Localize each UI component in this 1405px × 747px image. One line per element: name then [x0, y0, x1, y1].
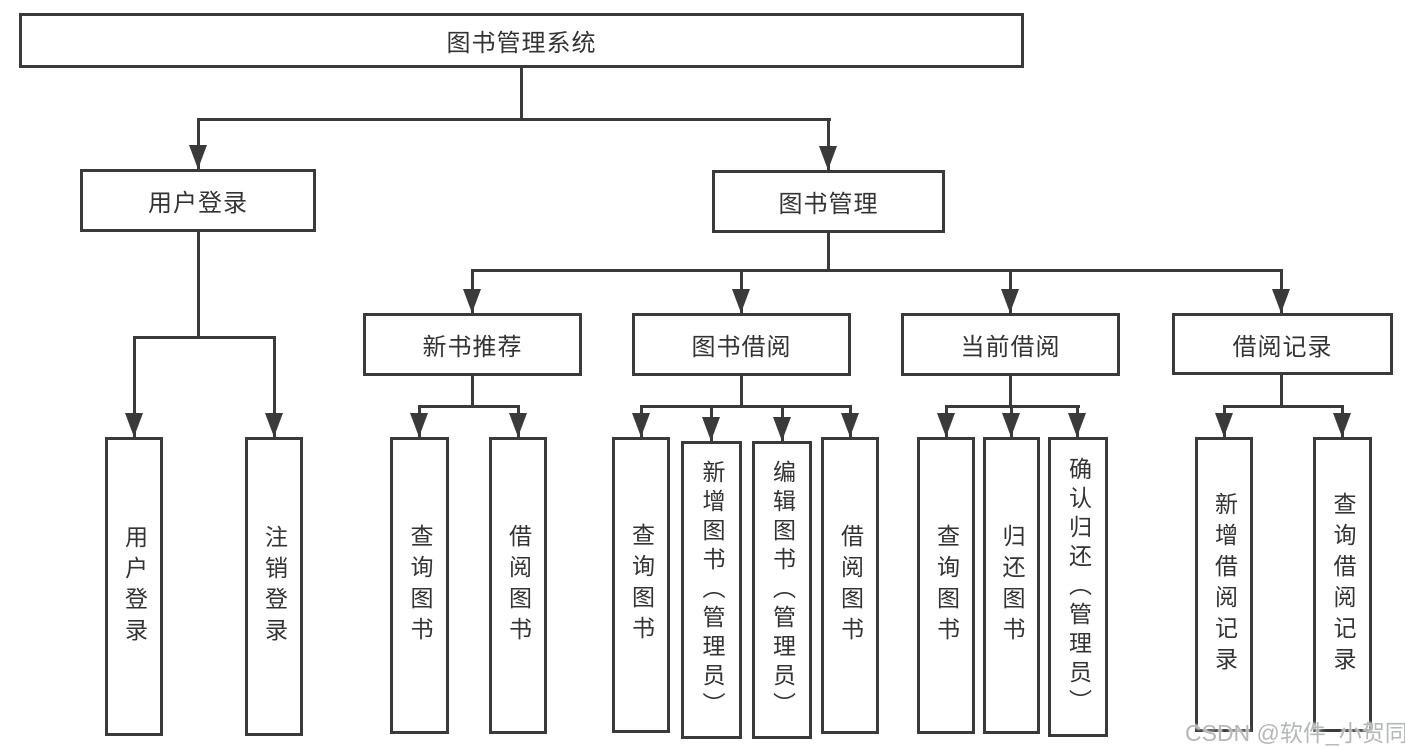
leaf-current-query-book: 查询图书: [917, 437, 975, 734]
leaf-records-add-record: 新增借阅记录: [1195, 437, 1253, 732]
arrow-down-icon: [732, 289, 750, 313]
csdn-watermark: CSDN @软件_小贺同学: [1185, 720, 1405, 746]
node-label: 注销登录: [261, 524, 288, 649]
node-label: 图书管理系统: [446, 30, 597, 57]
connector-stem-user-login: [197, 118, 200, 169]
node-current-borrow: 当前借阅: [901, 313, 1120, 376]
arrow-down-icon: [841, 413, 859, 437]
leaf-logout: 注销登录: [245, 437, 303, 736]
arrow-down-icon: [410, 413, 428, 437]
node-label: 编辑图书（管理员）: [769, 459, 796, 721]
node-user-login: 用户登录: [80, 169, 316, 232]
leaf-borrow-query-book: 查询图书: [612, 437, 670, 733]
connector-records-rail: [1223, 405, 1344, 408]
node-label: 图书管理: [778, 191, 879, 218]
arrow-down-icon: [125, 413, 143, 437]
node-label: 用户登录: [121, 524, 148, 649]
node-new-book-recommend: 新书推荐: [363, 313, 582, 376]
arrow-down-icon: [773, 417, 791, 441]
leaf-borrow-add-book-admin: 新增图书（管理员）: [681, 441, 742, 739]
leaf-current-return-book: 归还图书: [983, 437, 1040, 734]
arrow-down-icon: [702, 417, 720, 441]
arrow-down-icon: [1068, 413, 1086, 437]
node-label: 查询图书: [933, 523, 960, 648]
connector-current-stem: [1009, 376, 1012, 408]
connector-recommend-rail: [418, 405, 520, 408]
connector-borrow-stem: [740, 376, 743, 408]
node-label: 借阅图书: [505, 523, 532, 648]
leaf-user-login: 用户登录: [105, 437, 163, 736]
connector-level3-rail: [471, 269, 1283, 272]
node-library-management-system: 图书管理系统: [19, 13, 1024, 68]
arrow-down-icon: [819, 146, 837, 170]
node-label: 新增图书（管理员）: [699, 459, 725, 721]
connector-stem-leaf: [133, 336, 136, 437]
node-borrow-records: 借阅记录: [1172, 313, 1393, 375]
node-label: 查询图书: [407, 523, 433, 648]
arrow-down-icon: [463, 289, 481, 313]
node-book-borrow: 图书借阅: [632, 313, 851, 376]
arrow-down-icon: [265, 413, 283, 437]
arrow-down-icon: [1333, 413, 1351, 437]
node-label: 借阅记录: [1232, 333, 1333, 361]
arrow-down-icon: [1272, 289, 1290, 313]
connector-records-stem: [1280, 375, 1283, 408]
connector-login-rail: [133, 336, 276, 339]
node-label: 确认归还（管理员）: [1065, 456, 1092, 718]
connector-root-stem: [520, 68, 523, 121]
leaf-recommend-borrow-book: 借阅图书: [489, 437, 547, 734]
leaf-borrow-edit-book-admin: 编辑图书（管理员）: [752, 441, 812, 739]
node-label: 查询图书: [628, 523, 655, 647]
arrow-down-icon: [937, 413, 955, 437]
node-label: 归还图书: [999, 523, 1025, 648]
arrow-down-icon: [1215, 413, 1233, 437]
arrow-down-icon: [632, 413, 650, 437]
connector-stem-leaf: [273, 336, 276, 437]
arrow-down-icon: [189, 145, 207, 169]
node-label: 查询借阅记录: [1330, 491, 1356, 678]
connector-management-stem: [827, 233, 830, 272]
node-label: 当前借阅: [960, 334, 1061, 361]
leaf-current-confirm-return-admin: 确认归还（管理员）: [1048, 437, 1108, 737]
arrow-down-icon: [1002, 413, 1020, 437]
arrow-down-icon: [509, 413, 527, 437]
connector-level2-rail: [197, 118, 831, 121]
node-label: 用户登录: [148, 190, 248, 217]
node-book-management: 图书管理: [712, 170, 945, 233]
node-label: 图书借阅: [691, 334, 792, 361]
node-label: 新增借阅记录: [1211, 491, 1238, 678]
connector-stem-book-management: [827, 118, 830, 170]
connector-borrow-rail: [640, 405, 852, 408]
connector-login-stem: [197, 232, 200, 339]
arrow-down-icon: [1001, 289, 1019, 313]
leaf-recommend-query-book: 查询图书: [390, 437, 449, 734]
connector-recommend-stem: [471, 376, 474, 408]
leaf-borrow-borrow-book: 借阅图书: [821, 437, 879, 734]
node-label: 借阅图书: [837, 523, 864, 648]
node-label: 新书推荐: [422, 334, 523, 361]
leaf-records-query-record: 查询借阅记录: [1313, 437, 1372, 732]
